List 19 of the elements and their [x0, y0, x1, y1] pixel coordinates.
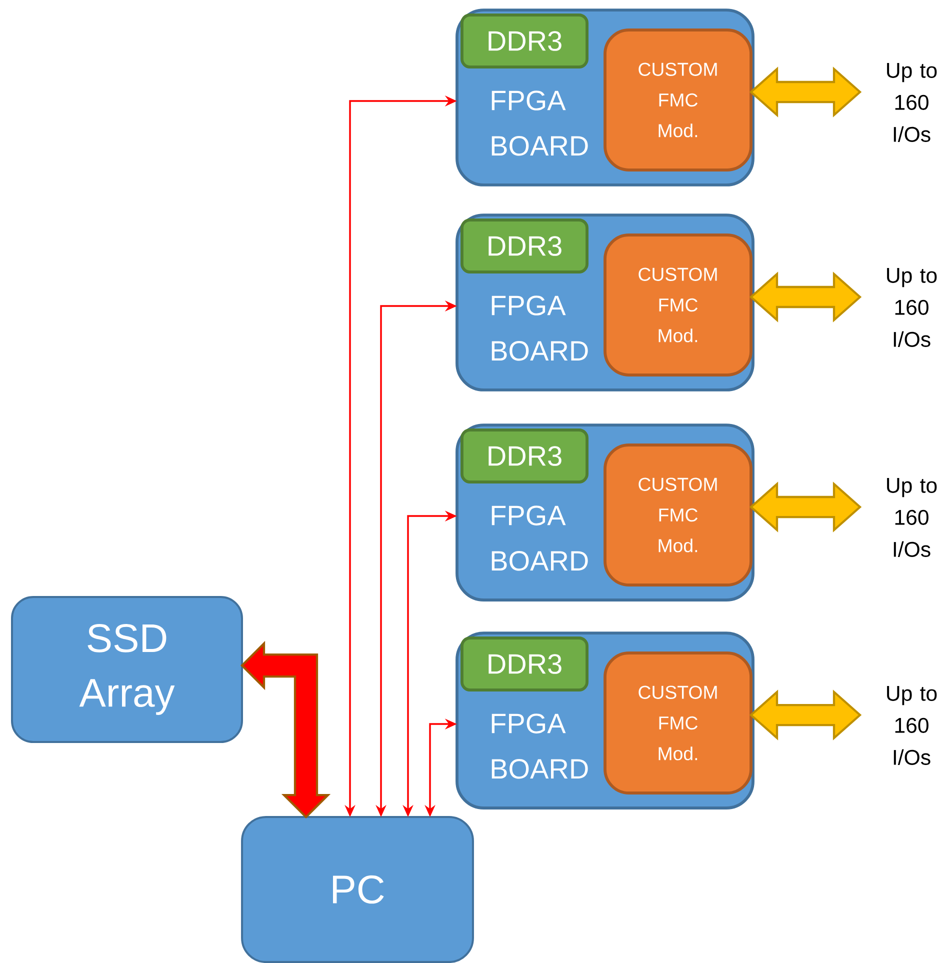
block-arrow [749, 482, 862, 532]
memory-box: DDR3 [460, 218, 588, 274]
memory-box: DDR3 [460, 428, 588, 484]
memory-box: DDR3 [460, 636, 588, 692]
io-label: Up to 160 I/Os [887, 63, 937, 142]
module-box: CUSTOM FMC Mod. [604, 444, 752, 586]
io-label: Up to 160 I/Os [887, 478, 937, 557]
block-arrow [240, 640, 331, 819]
storage-box: SSD Array [11, 596, 243, 744]
io-label: Up to 160 I/Os [887, 268, 937, 347]
io-label: Up to 160 I/Os [887, 686, 937, 765]
memory-box: DDR3 [460, 14, 588, 68]
module-box: CUSTOM FMC Mod. [604, 28, 752, 172]
block-arrow [749, 272, 862, 322]
module-box: CUSTOM FMC Mod. [604, 234, 752, 376]
block-arrow [749, 66, 862, 118]
computer-box: PC [241, 816, 474, 963]
block-arrow [749, 690, 862, 740]
module-box: CUSTOM FMC Mod. [604, 652, 752, 794]
